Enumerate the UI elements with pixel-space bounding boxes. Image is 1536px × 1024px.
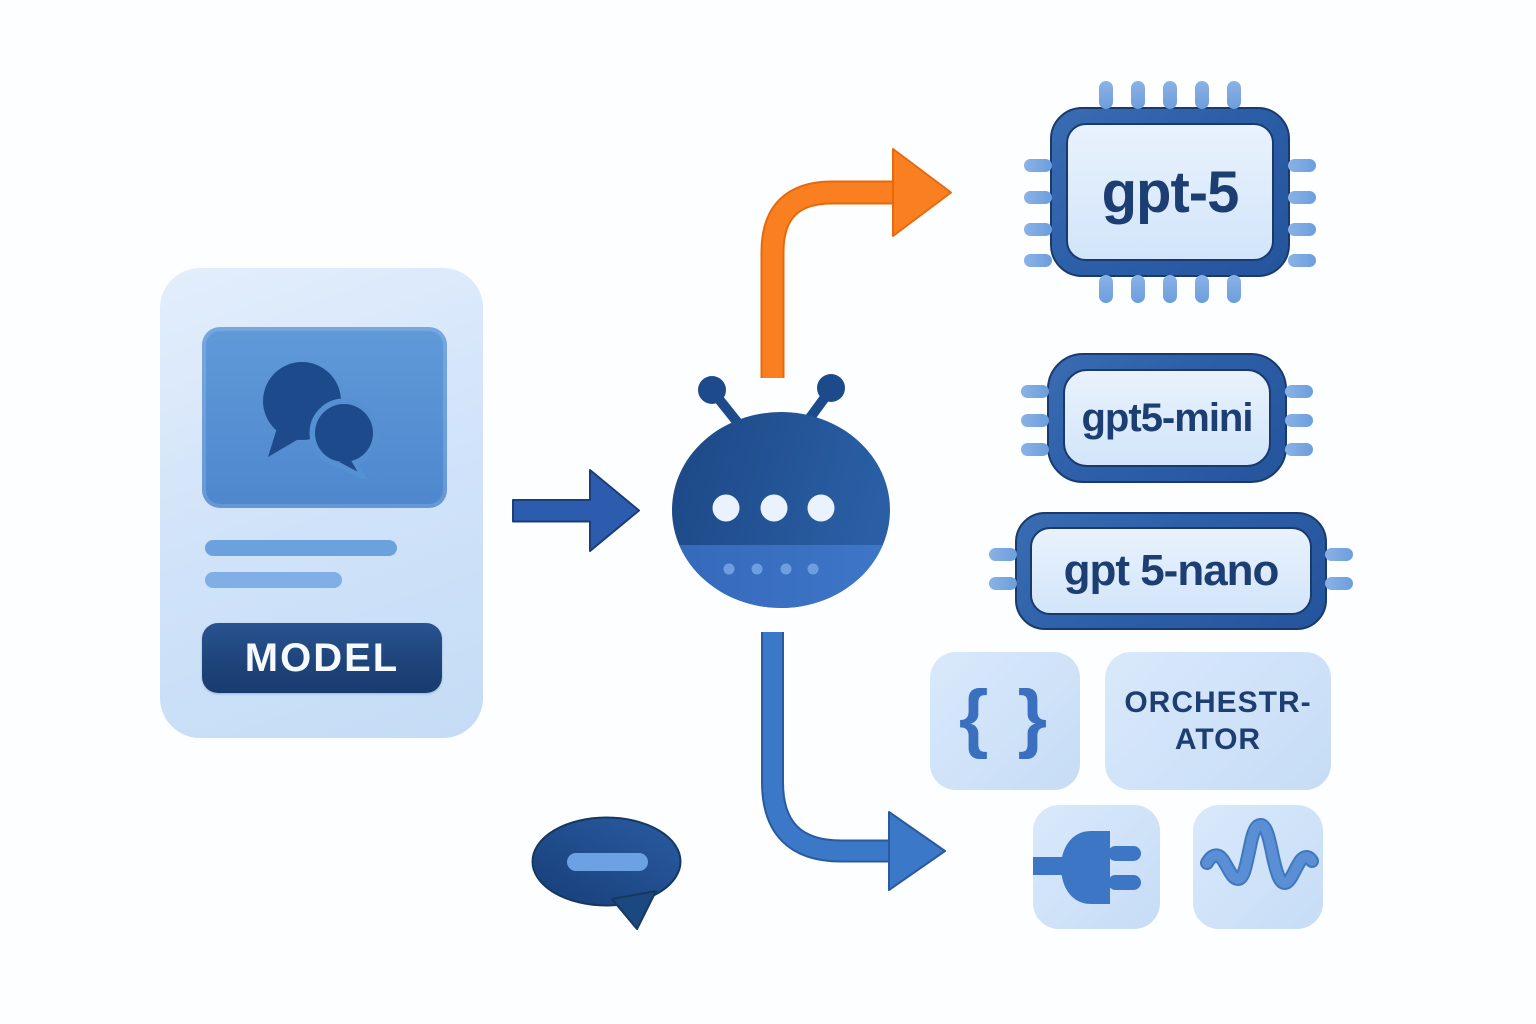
plug-tile [1033, 805, 1160, 929]
chip-pin [1021, 443, 1049, 456]
robot-eyes [712, 494, 835, 522]
gpt5-chip: gpt-5 [1024, 81, 1316, 303]
chip-label: gpt 5-nano [1063, 546, 1280, 595]
model-label: MODEL [244, 635, 400, 680]
chip-pin [1227, 81, 1241, 109]
chip-pin [1285, 385, 1313, 398]
chip-pin [1285, 443, 1313, 456]
chip-pin [1099, 275, 1113, 303]
chip-label: gpt5-mini [1081, 395, 1254, 440]
chip-label: gpt-5 [1101, 159, 1240, 225]
chip-pin [1024, 254, 1052, 267]
orchestrator-tile: ORCHESTR- ATOR [1105, 652, 1331, 790]
chip-pin [1163, 81, 1177, 109]
chip-pin [1227, 275, 1241, 303]
robot-router-icon [672, 374, 890, 608]
chip-pin [1288, 223, 1316, 236]
braces-icon: { } [958, 674, 1052, 760]
chip-pin [1288, 191, 1316, 204]
chip-pin [1024, 159, 1052, 172]
chip-pin [1024, 191, 1052, 204]
chip-pin [1195, 81, 1209, 109]
chip-pin [1163, 275, 1177, 303]
chip-pin [1024, 223, 1052, 236]
chip-pin [1285, 414, 1313, 427]
chip-pin [1288, 254, 1316, 267]
chip-pin [1131, 275, 1145, 303]
plug-icon [1033, 831, 1141, 904]
chip-pin [1325, 548, 1353, 561]
model-label-badge: MODEL [202, 623, 442, 693]
curved-arrow-down-right-icon [761, 632, 946, 891]
chip-pin [1021, 385, 1049, 398]
curved-arrow-up-right-icon [760, 148, 952, 378]
model-card: MODEL [160, 268, 483, 738]
orchestrator-label-line1: ORCHESTR- [1124, 686, 1312, 719]
chip-pin [1195, 275, 1209, 303]
chip-pin [1099, 81, 1113, 109]
gpt5-nano-chip: gpt 5-nano [989, 512, 1353, 630]
orchestrator-label-line2: ATOR [1174, 723, 1262, 756]
model-card-media [202, 327, 447, 508]
chip-pin [1288, 159, 1316, 172]
chip-pin [989, 577, 1017, 590]
waveform-tile [1193, 805, 1323, 929]
arrow-right-icon [512, 469, 640, 552]
speech-bubble-icon [531, 816, 682, 930]
chip-pin [989, 548, 1017, 561]
chip-pin [1131, 81, 1145, 109]
robot-dots [723, 563, 819, 575]
model-card-text-line [205, 572, 342, 588]
waveform-icon [1200, 818, 1319, 890]
chip-pin [1021, 414, 1049, 427]
braces-tile: { } [930, 652, 1080, 790]
model-card-text-line [205, 540, 397, 556]
chat-bubbles-icon [262, 361, 378, 479]
gpt5-mini-chip: gpt5-mini [1021, 353, 1313, 483]
chip-pin [1325, 577, 1353, 590]
